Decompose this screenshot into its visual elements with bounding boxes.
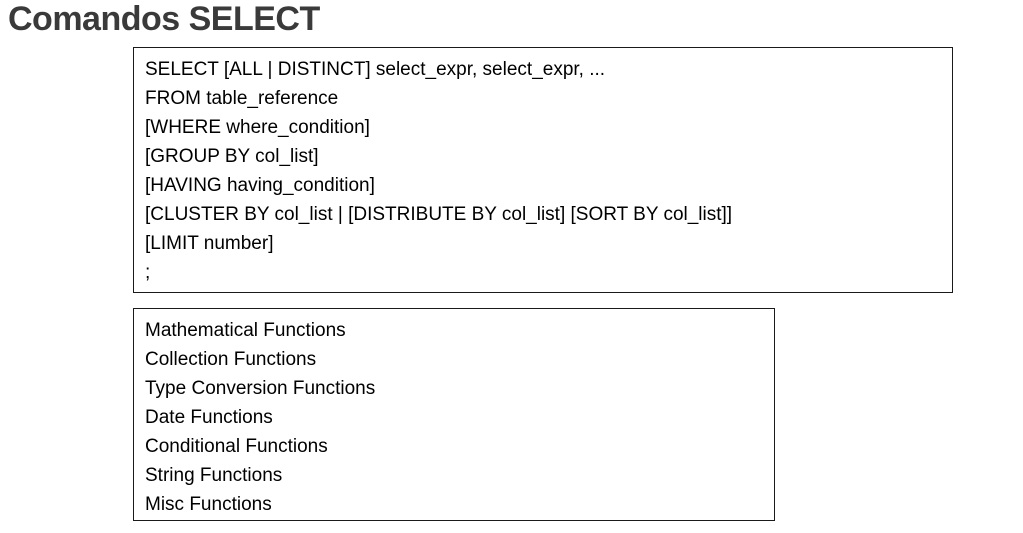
page-title: Comandos SELECT [8,0,320,38]
select-syntax-lines: SELECT [ALL | DISTINCT] select_expr, sel… [145,55,942,287]
function-line: Type Conversion Functions [145,378,376,399]
select-syntax-box: SELECT [ALL | DISTINCT] select_expr, sel… [133,47,953,293]
syntax-line: [HAVING having_condition] [145,175,375,196]
function-line: Collection Functions [145,349,317,370]
syntax-line: ; [145,262,151,283]
function-line: String Functions [145,465,283,486]
syntax-line: [CLUSTER BY col_list | [DISTRIBUTE BY co… [145,204,733,225]
syntax-line: [GROUP BY col_list] [145,146,319,167]
syntax-line: [LIMIT number] [145,233,274,254]
syntax-line: SELECT [ALL | DISTINCT] select_expr, sel… [145,59,606,80]
function-line: Misc Functions [145,494,272,515]
function-line: Mathematical Functions [145,320,346,341]
function-line: Conditional Functions [145,436,328,457]
syntax-line: [WHERE where_condition] [145,117,370,138]
syntax-line: FROM table_reference [145,88,339,109]
function-line: Date Functions [145,407,273,428]
